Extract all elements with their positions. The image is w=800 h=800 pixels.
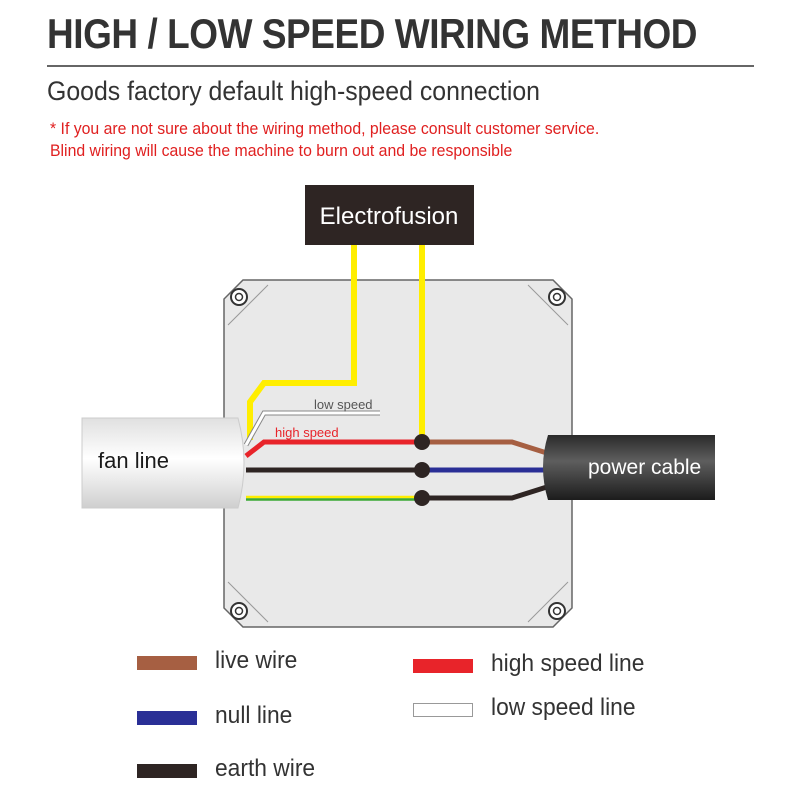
junction-dot (414, 462, 430, 478)
junction-box (223, 279, 573, 628)
screw-hole-icon (548, 602, 566, 620)
electrofusion-box (305, 185, 474, 245)
legend-swatch-null-line (137, 711, 197, 725)
power-live-wire (422, 439, 551, 457)
legend-label-null-line: null line (215, 702, 293, 729)
legend-label-earth-wire: earth wire (215, 755, 316, 782)
high-speed-wire (244, 439, 422, 458)
screw-hole-icon (548, 288, 566, 306)
power-earth-wire (422, 483, 551, 501)
power-cable (543, 435, 715, 500)
junction-dot (414, 490, 430, 506)
page-title: HIGH / LOW SPEED WIRING METHOD (47, 10, 698, 57)
title-divider (47, 65, 754, 67)
legend-label-high-speed-line: high speed line (491, 650, 645, 677)
subtitle: Goods factory default high-speed connect… (47, 76, 540, 106)
screw-hole-icon (230, 288, 248, 306)
legend-label-live-wire: live wire (215, 647, 298, 674)
box-bevel-line (527, 581, 569, 623)
high-speed-label: high speed (275, 425, 339, 440)
electrofusion-label: Electrofusion (320, 203, 459, 230)
fan-line-label: fan line (98, 448, 169, 473)
capacitor-wire-left (247, 245, 357, 440)
power-cable-label: power cable (588, 456, 701, 479)
legend-label-low-speed-line: low speed line (491, 694, 636, 721)
box-bevel-line (527, 284, 569, 326)
box-bevel-line (227, 581, 269, 623)
legend-swatch-live-wire (137, 656, 197, 670)
box-bevel-line (227, 284, 269, 326)
fan-line-cable (81, 417, 245, 509)
legend-swatch-low-speed-line (413, 703, 473, 717)
low-speed-wire-core (244, 411, 380, 446)
warning-line-1: * If you are not sure about the wiring m… (50, 119, 600, 138)
screw-hole-icon (230, 602, 248, 620)
low-speed-label: low speed (314, 397, 373, 412)
junction-dot (414, 434, 430, 450)
legend-swatch-high-speed-line (413, 659, 473, 673)
legend-swatch-earth-wire (137, 764, 197, 778)
warning-line-2: Blind wiring will cause the machine to b… (50, 141, 513, 160)
